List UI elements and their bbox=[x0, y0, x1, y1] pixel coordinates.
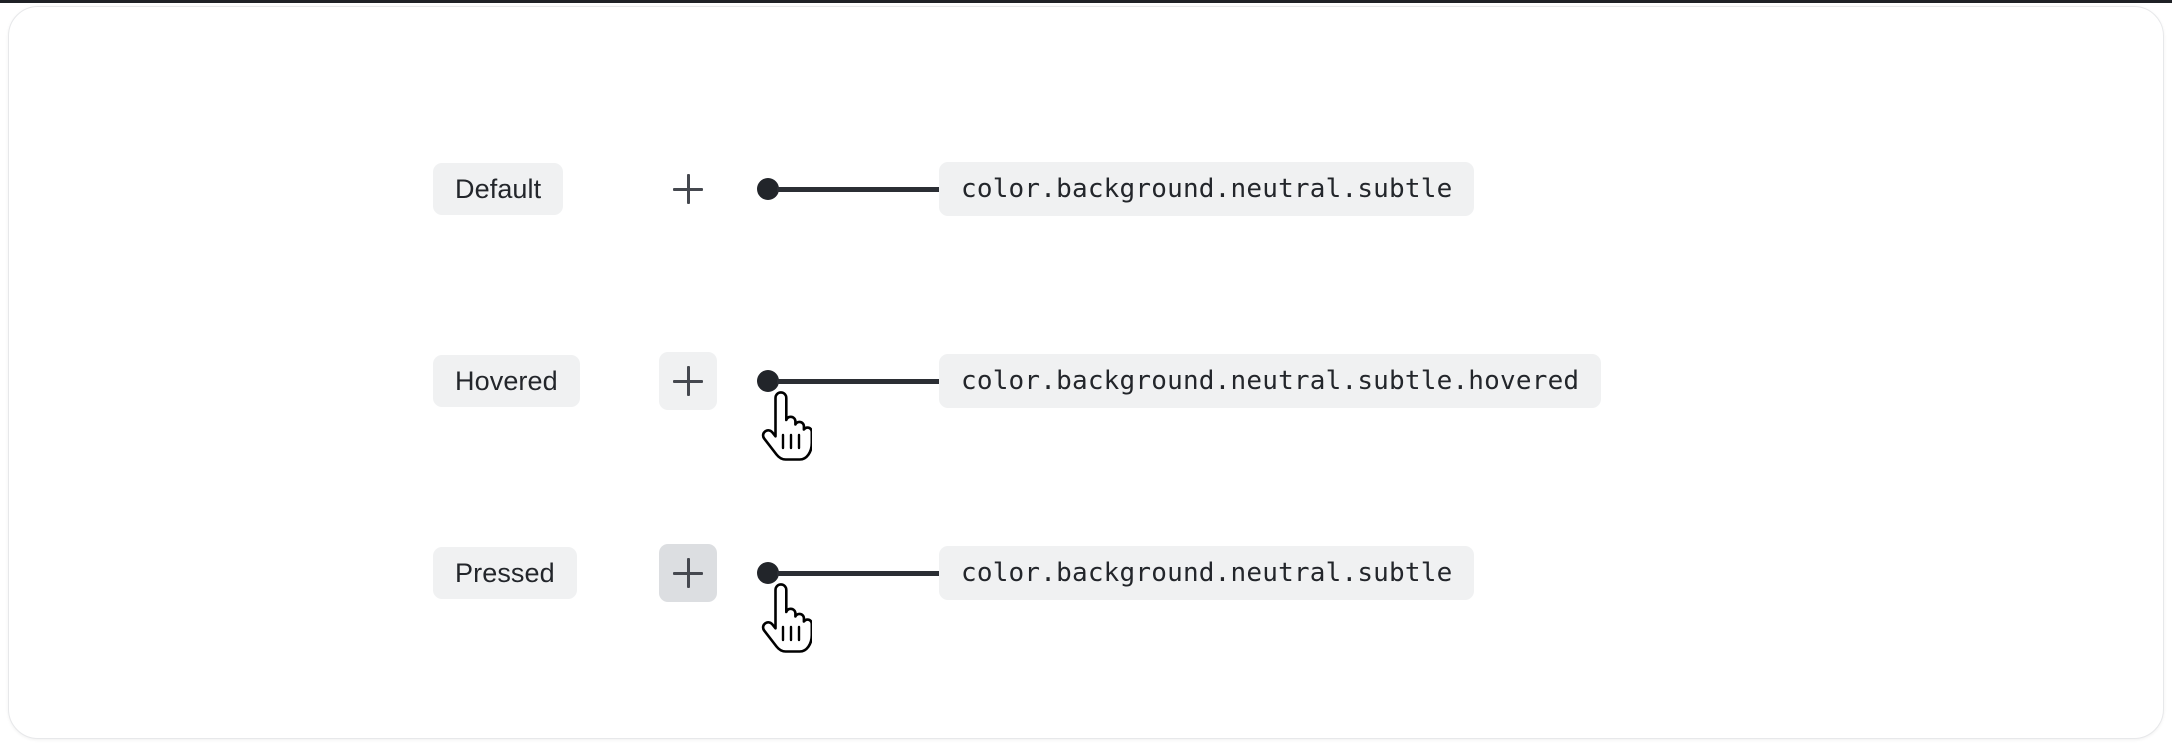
token-pill-hovered: color.background.neutral.subtle.hovered bbox=[939, 354, 1602, 408]
connector-line bbox=[777, 378, 941, 384]
plus-button-pressed[interactable] bbox=[659, 544, 717, 602]
token-pill-pressed: color.background.neutral.subtle bbox=[939, 546, 1475, 600]
plus-icon bbox=[673, 558, 703, 588]
state-label-pill-pressed: Pressed bbox=[433, 547, 577, 599]
connector-hovered bbox=[757, 370, 941, 392]
token-pill-default: color.background.neutral.subtle bbox=[939, 162, 1475, 216]
state-label-pill-hovered: Hovered bbox=[433, 355, 580, 407]
state-label-pill-default: Default bbox=[433, 163, 564, 215]
connector-line bbox=[777, 186, 941, 192]
token-states-card: Default color.background.neutral.subtle … bbox=[8, 6, 2164, 739]
top-edge-strip bbox=[0, 0, 2172, 3]
connector-dot-icon bbox=[757, 178, 779, 200]
connector-default bbox=[757, 178, 941, 200]
pointer-hand-cursor-icon bbox=[756, 583, 812, 657]
connector-pressed bbox=[757, 562, 941, 584]
plus-icon bbox=[673, 174, 703, 204]
plus-button-default[interactable] bbox=[659, 160, 717, 218]
connector-line bbox=[777, 570, 941, 576]
plus-icon bbox=[673, 366, 703, 396]
pointer-hand-cursor-icon bbox=[756, 391, 812, 465]
connector-dot-icon bbox=[757, 370, 779, 392]
plus-button-hovered[interactable] bbox=[659, 352, 717, 410]
connector-dot-icon bbox=[757, 562, 779, 584]
